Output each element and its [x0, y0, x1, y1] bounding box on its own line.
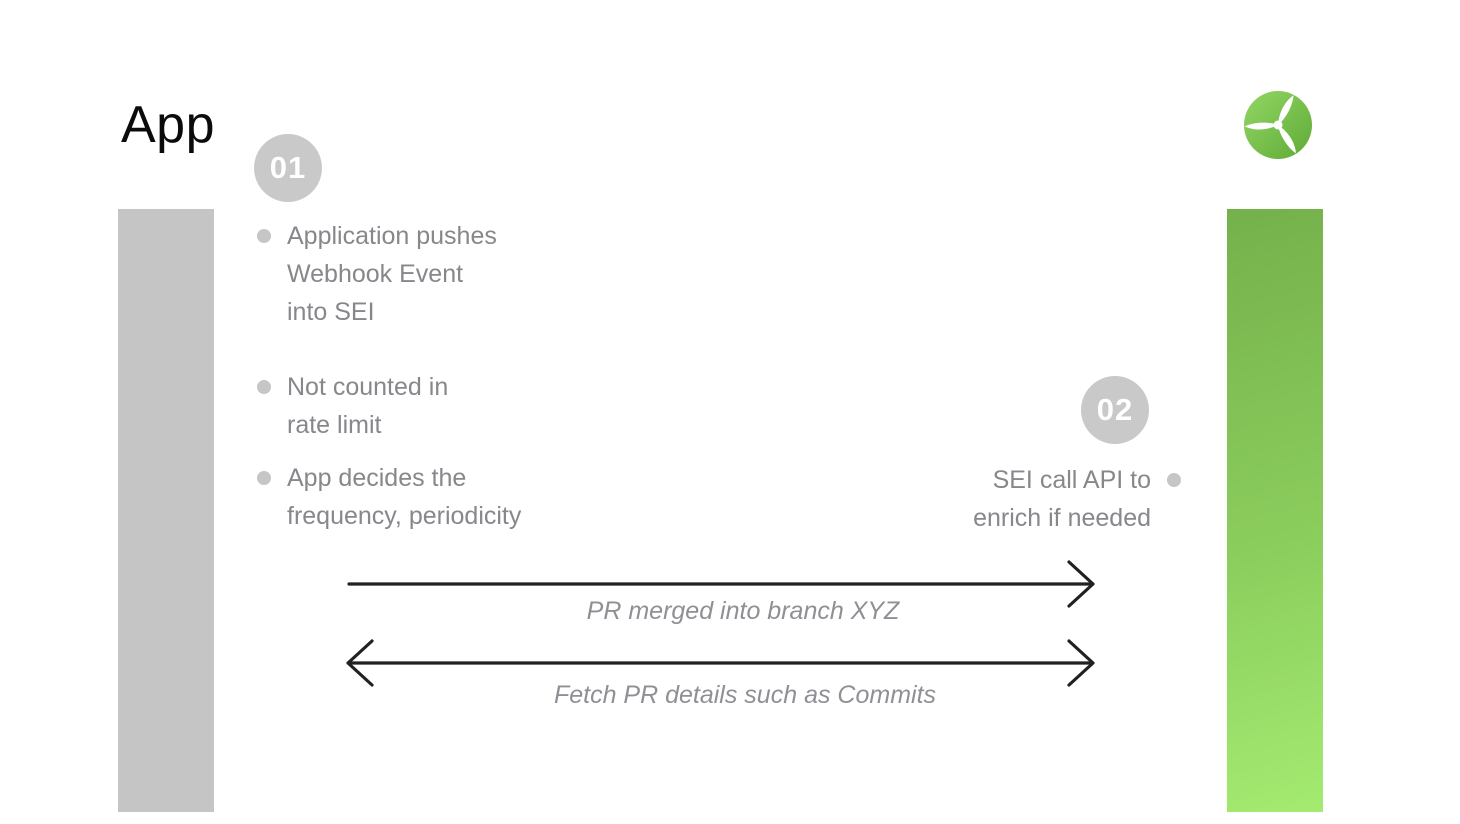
- bullet-dot-icon: [1167, 473, 1181, 487]
- step-badge-02: 02: [1081, 376, 1149, 444]
- step-number: 01: [269, 150, 307, 185]
- arrow-label: PR merged into branch XYZ: [586, 597, 900, 625]
- left-vertical-bar: [118, 209, 214, 812]
- list-item: App decides the frequency, periodicity: [257, 459, 521, 535]
- bullet-line: enrich if needed: [973, 504, 1151, 532]
- list-item: SEI call API to enrich if needed: [973, 461, 1181, 537]
- step-number: 02: [1096, 392, 1134, 427]
- bullet-line: Webhook Event: [287, 260, 464, 288]
- bullet-dot-icon: [257, 471, 271, 485]
- step-badge-01: 01: [254, 134, 322, 202]
- right-vertical-bar: [1227, 209, 1323, 812]
- bullet-dot-icon: [257, 380, 271, 394]
- page-title: App: [121, 96, 216, 154]
- bullet-line: rate limit: [287, 411, 382, 439]
- arrow-right-icon: [347, 560, 1095, 608]
- bullet-line: frequency, periodicity: [287, 502, 522, 530]
- arrow-both-icon: [346, 639, 1095, 687]
- flow-arrows: [346, 560, 1095, 687]
- bullet-line: into SEI: [287, 298, 375, 326]
- arrow-label: Fetch PR details such as Commits: [553, 681, 937, 709]
- bullet-line: Not counted in: [287, 373, 449, 401]
- list-item: Not counted in rate limit: [257, 368, 448, 444]
- bullet-line: Application pushes: [287, 222, 497, 250]
- list-item: Application pushes Webhook Event into SE…: [257, 217, 497, 331]
- propeller-logo-icon: [1242, 89, 1314, 161]
- bullet-line: SEI call API to: [992, 466, 1151, 494]
- bullet-dot-icon: [257, 229, 271, 243]
- bullet-line: App decides the: [287, 464, 467, 492]
